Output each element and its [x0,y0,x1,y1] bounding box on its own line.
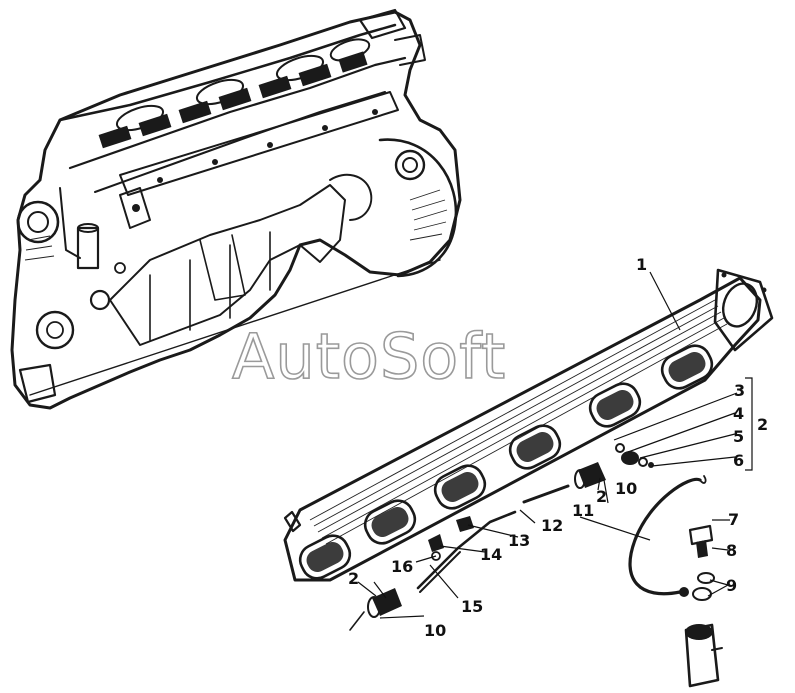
callout-1: 1 [636,255,647,274]
callout-12: 12 [541,516,563,535]
callout-10-lower: 10 [424,621,446,640]
callout-3: 3 [734,381,745,400]
callout-8: 8 [726,541,737,560]
gasket-9 [692,572,715,601]
callout-10-upper: 10 [615,479,637,498]
callout-9: 9 [726,576,737,595]
bolt-7-8 [688,524,714,558]
pipe-12 [522,484,570,504]
end-cap [684,623,723,688]
clip-13 [456,516,474,532]
callout-6: 6 [733,451,744,470]
engine-block [10,8,462,410]
callout-2-lower: 2 [348,569,359,588]
callout-13: 13 [508,531,530,550]
hose-11 [628,475,707,597]
watermark: AutoSoft [232,320,506,393]
callout-5: 5 [733,427,744,446]
fitting-10-lower [349,588,402,631]
callout-4: 4 [733,404,744,423]
callout-7: 7 [728,510,739,529]
callout-15: 15 [461,597,483,616]
leader-lines [357,271,753,619]
callout-16: 16 [391,557,413,576]
fitting-3-6 [615,443,654,468]
tube-14-16 [416,510,517,593]
callout-2-bracket: 2 [757,415,768,434]
fitting-10-upper [574,462,606,489]
exhaust-manifold [283,268,774,582]
callout-2-upper: 2 [596,487,607,506]
callout-14: 14 [480,545,502,564]
callout-11: 11 [572,501,594,520]
